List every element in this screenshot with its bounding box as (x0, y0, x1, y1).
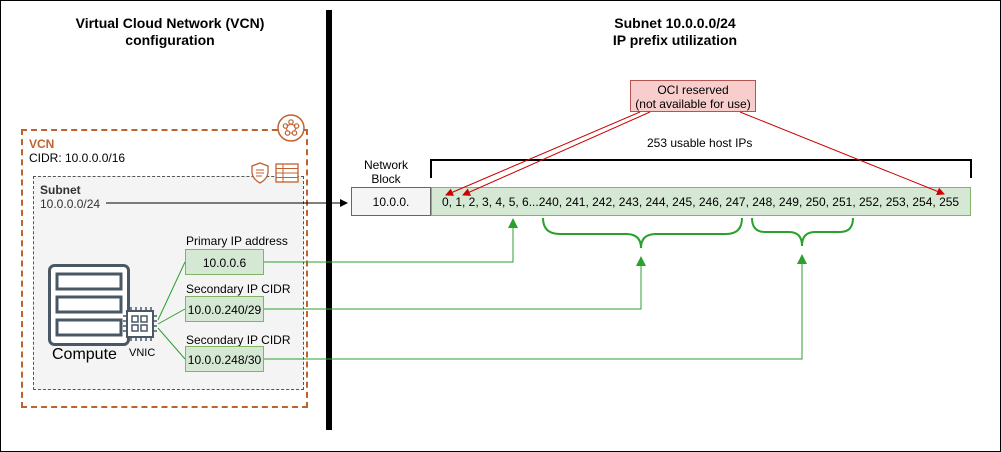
compute-server-icon (48, 264, 130, 346)
network-block-box: 10.0.0. (351, 187, 431, 216)
oci-reserved-box: OCI reserved (not available for use) (630, 80, 756, 112)
brace-248-251 (751, 217, 854, 247)
primary-ip-label: Primary IP address (186, 234, 288, 248)
left-title-line1: Virtual Cloud Network (VCN) (75, 15, 265, 31)
reserved-arrow-1 (462, 111, 651, 196)
right-title-line2: IP prefix utilization (612, 32, 738, 48)
right-title-line1: Subnet 10.0.0.0/24 (614, 15, 736, 31)
vcn-label: VCN (29, 137, 55, 151)
compute-label: Compute (52, 346, 117, 363)
right-title: Subnet 10.0.0.0/24 IP prefix utilization (560, 15, 790, 49)
vcn-cidr: CIDR: 10.0.0.0/16 (29, 151, 126, 165)
secondary-ip-1-box: 10.0.0.240/29 (185, 296, 264, 322)
security-list-icon (251, 162, 269, 184)
vnic-icon (123, 307, 157, 341)
secondary-ip-2-label: Secondary IP CIDR (186, 333, 291, 347)
secondary-ip-2-box: 10.0.0.248/30 (185, 346, 264, 372)
left-title-line2: configuration (125, 32, 215, 48)
oci-reserved-line1: OCI reserved (657, 83, 729, 97)
route-table-icon (275, 163, 299, 183)
vnic-to-primary-line (157, 261, 186, 321)
left-title: Virtual Cloud Network (VCN) configuratio… (40, 15, 300, 49)
secondary-ip-1-connector (264, 256, 646, 310)
usable-hosts-label: 253 usable host IPs (647, 136, 753, 150)
network-block-label: Network Block (356, 158, 416, 186)
vnic-to-secondary2-line (157, 327, 186, 360)
network-block-label-line2: Block (371, 172, 401, 186)
secondary-ip-2-connector (264, 254, 807, 360)
vnic-to-secondary1-line (157, 308, 186, 325)
network-block-label-line1: Network (363, 158, 408, 172)
subnet-label: Subnet (40, 183, 81, 197)
usable-hosts-bracket (430, 159, 972, 178)
brace-240-247 (542, 217, 743, 249)
vcn-network-icon (277, 114, 305, 142)
vcn-container (21, 129, 308, 408)
host-ip-bar: 0, 1, 2, 3, 4, 5, 6...240, 241, 242, 243… (431, 187, 971, 216)
reserved-arrow-255 (739, 111, 945, 196)
vertical-divider (326, 10, 332, 430)
vnic-label: VNIC (129, 347, 156, 359)
subnet-cidr: 10.0.0.0/24 (40, 197, 101, 211)
reserved-arrow-0 (445, 111, 641, 196)
oci-reserved-line2: (not available for use) (635, 97, 751, 111)
secondary-ip-1-label: Secondary IP CIDR (186, 282, 291, 296)
primary-ip-connector (264, 218, 518, 263)
primary-ip-box: 10.0.0.6 (185, 249, 264, 275)
